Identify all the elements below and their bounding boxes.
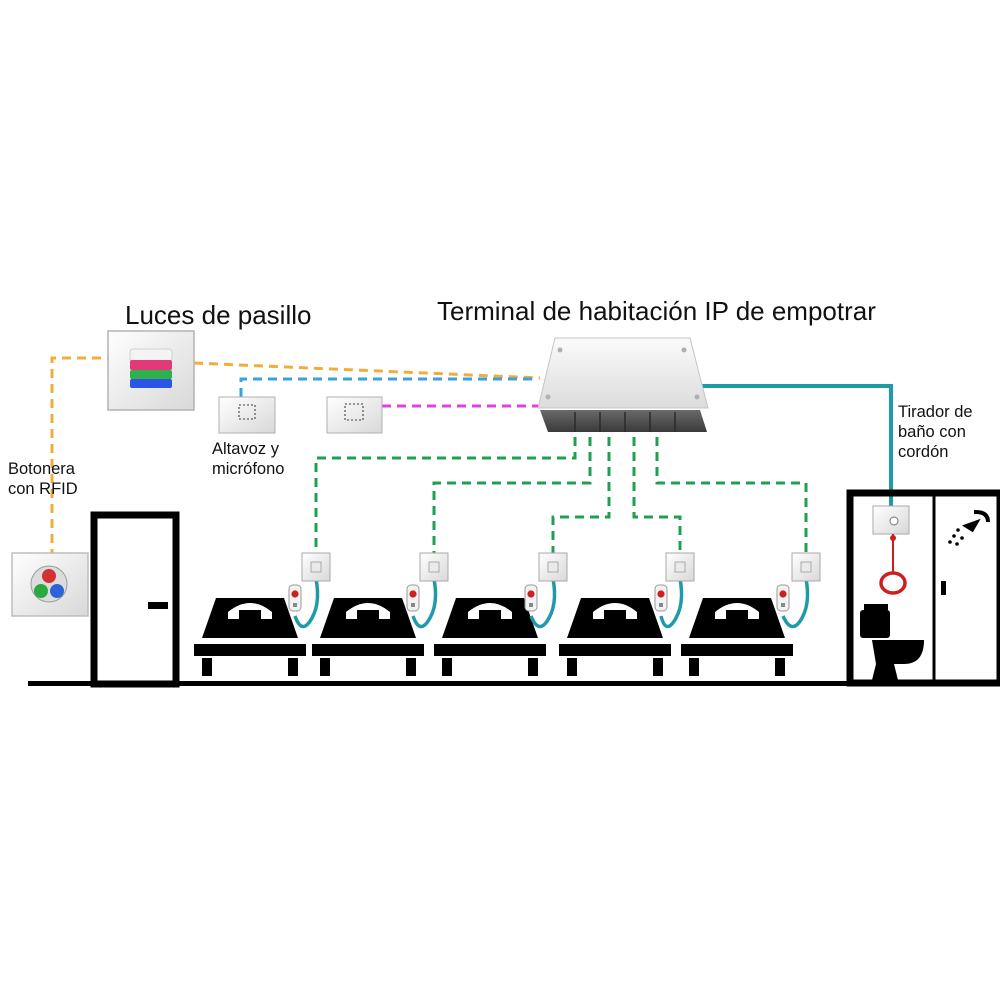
room-terminal-box xyxy=(537,337,709,432)
bath-pull-label-line3: cordón xyxy=(898,443,949,462)
bathroom-cable xyxy=(700,384,893,506)
rfid-panel-label-line1: Botonera xyxy=(8,460,75,478)
bed-wall-plates xyxy=(293,552,821,629)
speaker-label-line1: Altavoz y xyxy=(212,440,279,458)
speaker-label-line2: micrófono xyxy=(212,460,285,479)
shower-icon xyxy=(948,510,990,546)
call-button-icon xyxy=(776,584,790,612)
bed-wall-plate xyxy=(419,552,449,582)
call-button-icon xyxy=(406,584,420,612)
call-button-icon xyxy=(654,584,668,612)
coiled-cable xyxy=(529,569,557,629)
orange-bus-line xyxy=(50,356,541,558)
rfid-panel-label: Botonera con RFID xyxy=(8,459,78,499)
bed-wall-plate xyxy=(301,552,331,582)
bed-icon xyxy=(559,598,671,676)
toilet-icon xyxy=(860,604,924,680)
bath-pull-switch xyxy=(872,505,910,535)
bath-pull-label-line2: baño con xyxy=(898,423,966,442)
floor-line xyxy=(28,681,1000,686)
pull-cord-icon xyxy=(879,534,907,595)
blue-speaker-line xyxy=(239,377,538,397)
bath-pull-label-line1: Tirador de xyxy=(898,403,973,421)
coiled-cable xyxy=(659,569,684,629)
bed-icon xyxy=(194,598,306,676)
room-terminal-label: Terminal de habitación IP de empotrar xyxy=(437,296,876,326)
bed-wall-plate xyxy=(538,552,568,582)
rfid-button-panel xyxy=(11,552,89,617)
door-icon xyxy=(90,511,180,688)
call-button-icon xyxy=(524,584,538,612)
intercom-plate xyxy=(326,396,383,434)
coiled-cable xyxy=(411,569,438,629)
rfid-panel-label-line2: con RFID xyxy=(8,480,78,499)
wiring-lines xyxy=(50,356,808,558)
bed-icon xyxy=(312,598,424,676)
bed-icon xyxy=(681,598,793,676)
bathroom xyxy=(846,489,1000,687)
coiled-cable xyxy=(293,569,320,629)
hallway-light xyxy=(107,330,195,411)
speaker-microphone-plate xyxy=(218,396,276,434)
coiled-cable xyxy=(781,569,810,629)
speaker-label: Altavoz y micrófono xyxy=(212,439,284,479)
bed-wall-plate xyxy=(665,552,695,582)
call-button-icon xyxy=(288,584,302,612)
green-bed-lines xyxy=(314,437,808,553)
hallway-lights-label: Luces de pasillo xyxy=(125,300,312,330)
bath-pull-label: Tirador de baño con cordón xyxy=(898,402,973,462)
bed-wall-plate xyxy=(791,552,821,582)
beds xyxy=(194,598,793,676)
